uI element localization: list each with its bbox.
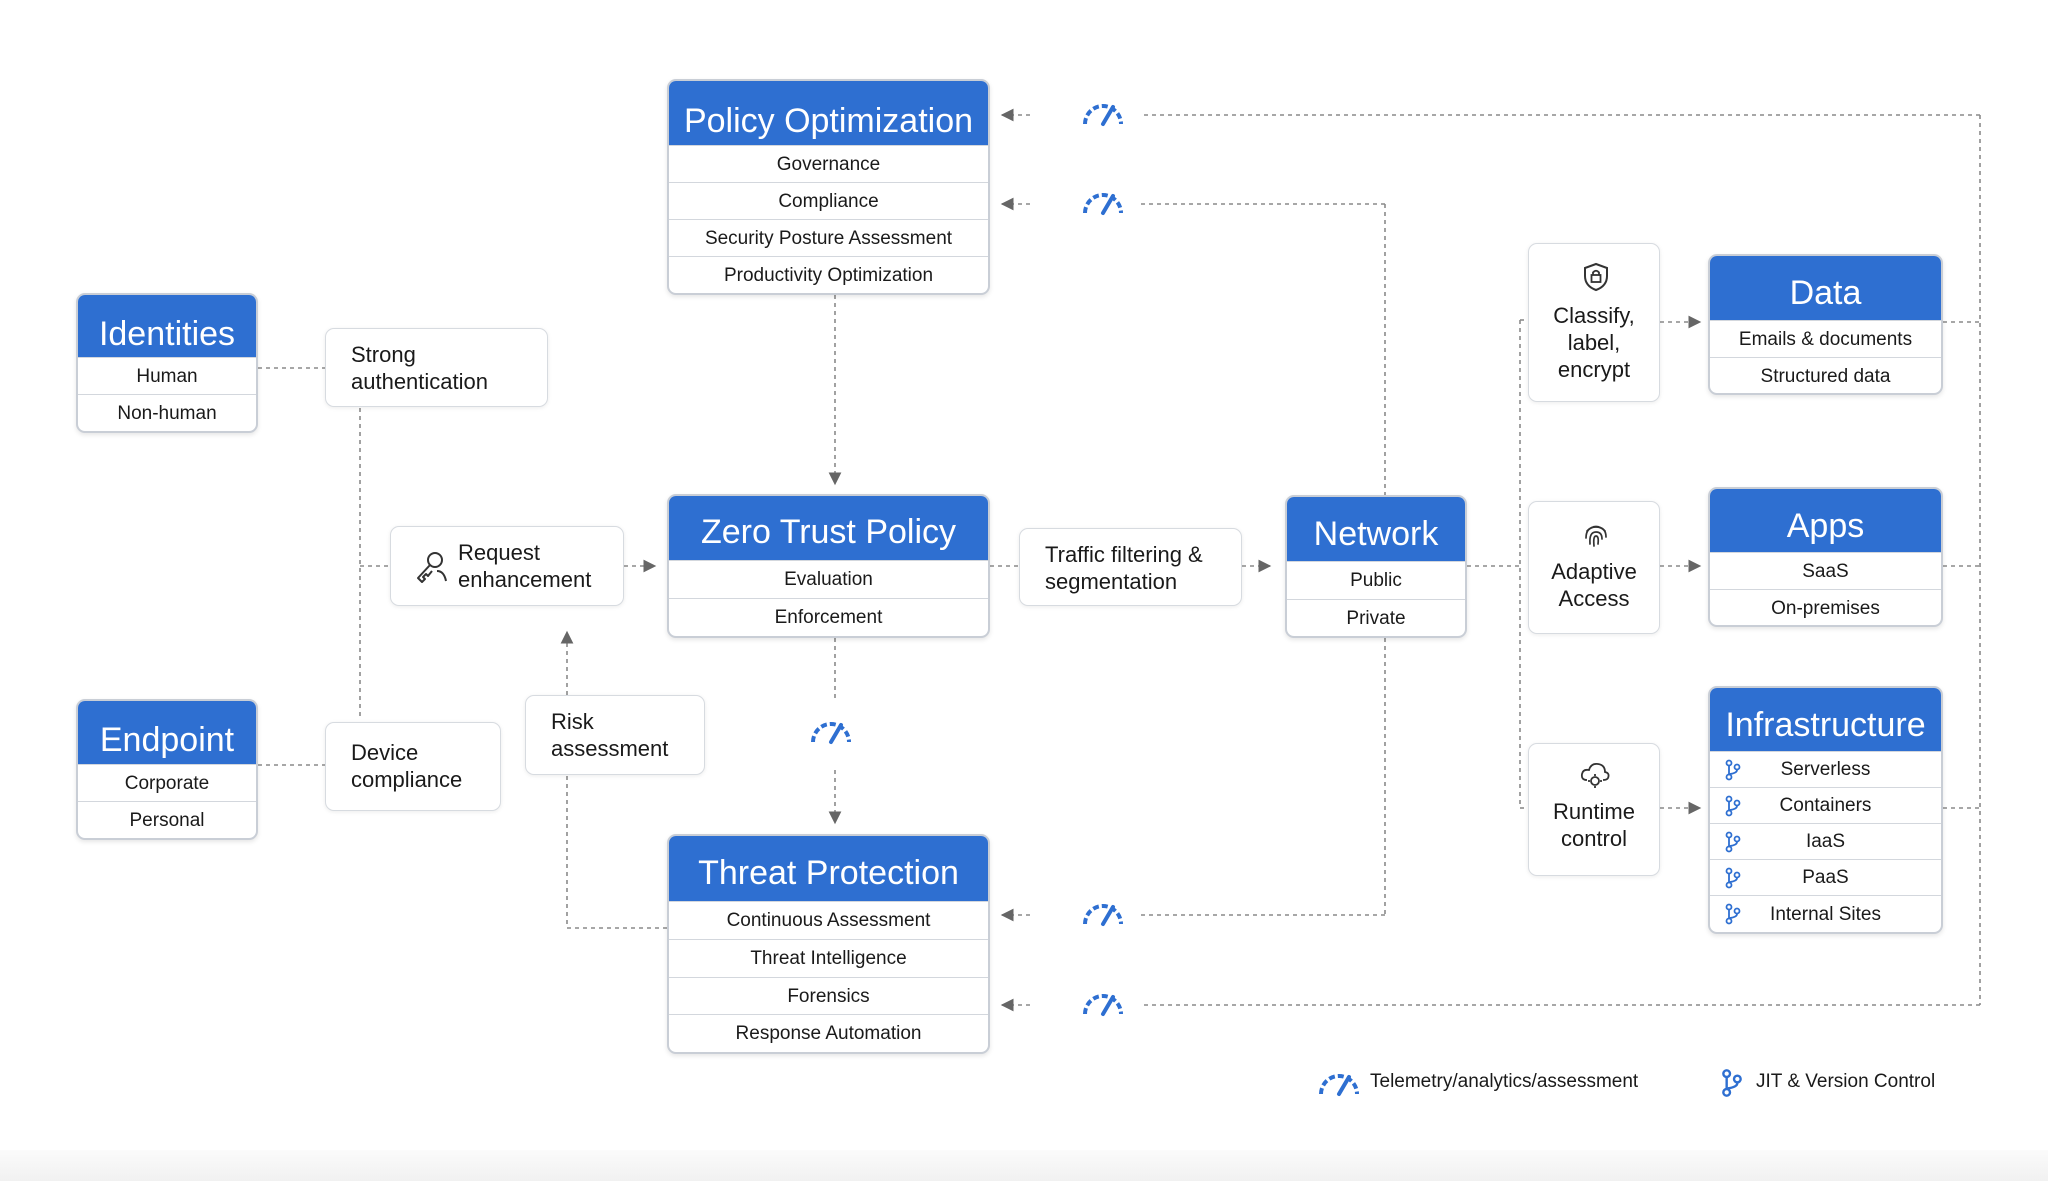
threat-item: Continuous Assessment [669, 901, 988, 939]
policy-item: Governance [669, 145, 988, 182]
box-line: enhancement [458, 567, 592, 592]
box-line: Strong [351, 342, 416, 367]
adaptive-access-box: Adaptive Access [1528, 501, 1660, 634]
policy-item: Security Posture Assessment [669, 219, 988, 256]
runtime-control-box: Runtime control [1528, 743, 1660, 876]
threat-item: Threat Intelligence [669, 939, 988, 977]
infrastructure-item-label: IaaS [1805, 831, 1846, 852]
identities-item: Human [78, 357, 256, 394]
infrastructure-item: PaaS [1710, 859, 1941, 895]
infrastructure-item-label: Internal Sites [1770, 904, 1881, 925]
data-item: Emails & documents [1710, 320, 1941, 357]
infrastructure-title: Infrastructure [1710, 688, 1941, 751]
legend-jit-label: JIT & Version Control [1756, 1071, 1936, 1092]
infrastructure-item: Containers [1710, 787, 1941, 823]
box-line: compliance [351, 767, 463, 792]
box-line: Runtime [1553, 799, 1635, 824]
data-card: Data Emails & documents Structured data [1708, 254, 1943, 395]
traffic-filtering-box: Traffic filtering & segmentation [1019, 528, 1242, 606]
box-line: Classify, [1553, 303, 1635, 328]
classify-label-encrypt-box: Classify, label, encrypt [1528, 243, 1660, 402]
branch-icon [1725, 867, 1741, 888]
identities-title: Identities [78, 295, 256, 357]
box-line: label, [1567, 330, 1621, 355]
shield-lock-icon [1584, 262, 1608, 292]
threat-protection-card: Threat Protection Continuous Assessment … [667, 834, 990, 1054]
endpoint-card: Endpoint Corporate Personal [76, 699, 258, 840]
policy-optimization-title: Policy Optimization [669, 81, 988, 145]
box-line: control [1560, 826, 1628, 851]
network-item: Public [1287, 561, 1465, 599]
telemetry-gauge-icon [1083, 904, 1123, 926]
box-line: encrypt [1557, 357, 1631, 382]
branch-icon [1725, 759, 1741, 780]
risk-assessment-box: Risk assessment [525, 695, 705, 775]
zero-trust-item: Evaluation [669, 560, 988, 598]
apps-title: Apps [1710, 489, 1941, 552]
infrastructure-item: IaaS [1710, 823, 1941, 859]
fingerprint-icon [1585, 525, 1607, 547]
branch-icon [1725, 795, 1741, 816]
apps-item: SaaS [1710, 552, 1941, 589]
box-line: Request [458, 540, 540, 565]
apps-card: Apps SaaS On-premises [1708, 487, 1943, 627]
branch-icon [1725, 831, 1741, 852]
identities-item: Non-human [78, 394, 256, 431]
infrastructure-item-label: PaaS [1802, 867, 1849, 888]
identities-card: Identities Human Non-human [76, 293, 258, 433]
request-enhancement-box: Request enhancement [390, 526, 624, 606]
box-line: assessment [551, 736, 669, 761]
telemetry-gauge-icon [811, 722, 851, 744]
branch-icon [1725, 903, 1741, 925]
strong-authentication-box: Strong authentication [325, 328, 548, 407]
legend-branch-icon [1722, 1069, 1742, 1097]
infrastructure-item-label: Serverless [1780, 759, 1871, 780]
endpoint-item: Corporate [78, 764, 256, 801]
network-title: Network [1287, 497, 1465, 561]
box-line: Risk [551, 709, 594, 734]
endpoint-title: Endpoint [78, 701, 256, 764]
box-line: Adaptive [1551, 559, 1637, 584]
threat-item: Response Automation [669, 1014, 988, 1051]
zero-trust-policy-card: Zero Trust Policy Evaluation Enforcement [667, 494, 990, 638]
box-line: segmentation [1045, 569, 1178, 594]
apps-item: On-premises [1710, 589, 1941, 625]
policy-item: Productivity Optimization [669, 256, 988, 293]
box-line: Access [1558, 586, 1630, 611]
key-person-icon [417, 552, 447, 583]
threat-item: Forensics [669, 977, 988, 1014]
policy-optimization-card: Policy Optimization Governance Complianc… [667, 79, 990, 295]
cloud-gear-icon [1580, 762, 1610, 788]
zero-trust-item: Enforcement [669, 598, 988, 636]
policy-item: Compliance [669, 182, 988, 219]
zero-trust-policy-title: Zero Trust Policy [669, 496, 988, 560]
telemetry-gauge-icon [1083, 193, 1123, 215]
network-card: Network Public Private [1285, 495, 1467, 638]
infrastructure-item-label: Containers [1779, 795, 1872, 816]
legend-telemetry-icon [1319, 1074, 1359, 1096]
legend-telemetry-label: Telemetry/analytics/assessment [1370, 1071, 1639, 1092]
infrastructure-card: Infrastructure Serverless Containers Iaa… [1708, 686, 1943, 934]
infrastructure-item: Serverless [1710, 751, 1941, 787]
box-line: Traffic filtering & [1045, 542, 1203, 567]
box-line: Device [351, 740, 419, 765]
data-title: Data [1710, 256, 1941, 320]
threat-protection-title: Threat Protection [669, 836, 988, 901]
device-compliance-box: Device compliance [325, 722, 501, 811]
telemetry-gauge-icon [1083, 104, 1123, 126]
infrastructure-item: Internal Sites [1710, 895, 1941, 932]
box-line: authentication [351, 369, 488, 394]
data-item: Structured data [1710, 357, 1941, 393]
bottom-bar [0, 1150, 2048, 1181]
network-item: Private [1287, 599, 1465, 636]
telemetry-gauge-icon [1083, 994, 1123, 1016]
endpoint-item: Personal [78, 801, 256, 838]
